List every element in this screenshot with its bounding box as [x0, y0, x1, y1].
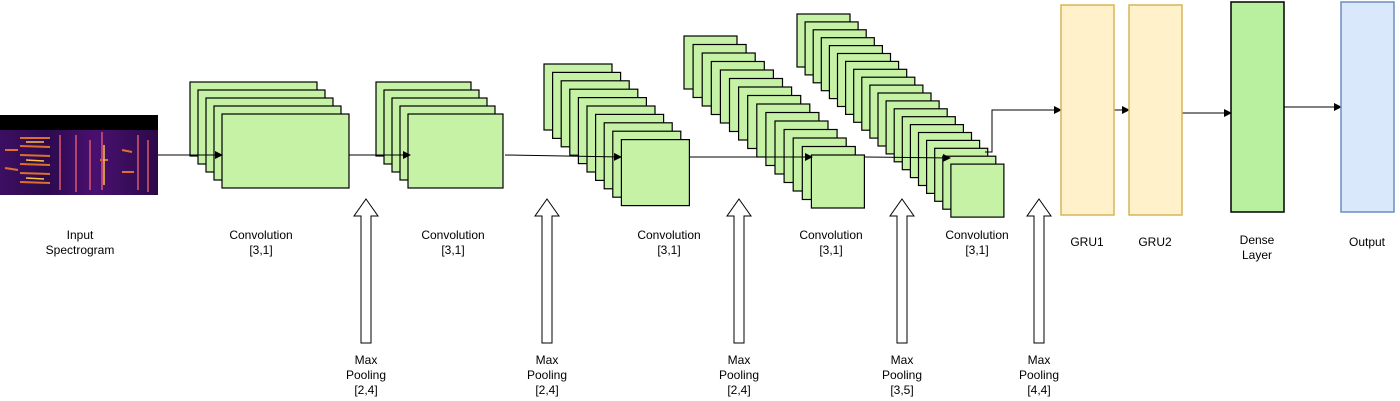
conv2-label-text: Convolution — [421, 228, 485, 242]
pool4-size: [3,5] — [890, 383, 914, 397]
conv5-kernel-text: [3,1] — [965, 243, 989, 257]
dense-label: Dense Layer — [1240, 233, 1275, 263]
pool1-line2: Pooling — [345, 368, 387, 382]
input-label-line1: Input — [66, 228, 94, 242]
pool1-size: [2,4] — [354, 383, 378, 397]
output-label: Output — [1349, 235, 1385, 250]
pool4-line2: Pooling — [881, 368, 923, 382]
pool2-size: [2,4] — [535, 383, 559, 397]
conv1-label-text: Convolution — [229, 228, 293, 242]
conv5-feature-map — [950, 163, 1005, 218]
max-pooling-arrow-3 — [726, 198, 752, 344]
pool4-line1: Max — [890, 353, 914, 367]
pool3-size: [2,4] — [727, 383, 751, 397]
conv1-label: Convolution [3,1] — [229, 228, 292, 258]
conv3-feature-map — [620, 139, 691, 207]
pool3-label: Max Pooling [2,4] — [719, 353, 759, 398]
conv4-feature-maps — [683, 35, 866, 209]
max-pooling-arrow-2 — [534, 198, 560, 344]
conv2-feature-maps — [375, 81, 504, 189]
gru2-label: GRU2 — [1138, 235, 1171, 250]
max-pooling-arrow-5 — [1026, 198, 1052, 344]
pool4-label: Max Pooling [3,5] — [882, 353, 922, 398]
conv3-feature-maps — [543, 63, 691, 207]
pool5-size: [4,4] — [1027, 383, 1051, 397]
pool3-line2: Pooling — [718, 368, 760, 382]
conv5-label: Convolution [3,1] — [945, 228, 1008, 258]
output-box — [1340, 1, 1395, 213]
conv3-label: Convolution [3,1] — [637, 228, 700, 258]
conv1-feature-maps — [189, 81, 350, 189]
conv4-label-text: Convolution — [799, 228, 863, 242]
pool2-line2: Pooling — [526, 368, 568, 382]
conv3-kernel-text: [3,1] — [657, 243, 681, 257]
output-label-text: Output — [1348, 235, 1386, 249]
input-label-line2: Spectrogram — [45, 243, 115, 257]
conv4-kernel-text: [3,1] — [819, 243, 843, 257]
input-spectrogram-image — [0, 115, 158, 195]
conv2-kernel-text: [3,1] — [441, 243, 465, 257]
gru1-label: GRU1 — [1070, 235, 1103, 250]
gru2-label-text: GRU2 — [1138, 235, 1172, 249]
pool1-label: Max Pooling [2,4] — [346, 353, 386, 398]
conv5-label-text: Convolution — [945, 228, 1009, 242]
max-pooling-arrow-4 — [889, 198, 915, 344]
dense-layer-box — [1230, 1, 1285, 213]
edge-conv4-conv5 — [864, 153, 951, 162]
gru1-label-text: GRU1 — [1070, 235, 1104, 249]
gru2-box — [1128, 4, 1183, 216]
input-label: Input Spectrogram — [46, 228, 115, 258]
gru1-box — [1060, 4, 1115, 216]
max-pooling-arrow-1 — [353, 198, 379, 344]
pool2-line1: Max — [535, 353, 559, 367]
conv2-feature-map — [407, 113, 504, 189]
pool5-line1: Max — [1027, 353, 1051, 367]
pool5-label: Max Pooling [4,4] — [1019, 353, 1059, 398]
pool5-line2: Pooling — [1018, 368, 1060, 382]
pool2-label: Max Pooling [2,4] — [527, 353, 567, 398]
dense-label-line2: Layer — [1241, 248, 1273, 262]
conv4-feature-map — [810, 154, 866, 209]
conv3-label-text: Convolution — [637, 228, 701, 242]
conv4-label: Convolution [3,1] — [799, 228, 862, 258]
pool1-line1: Max — [354, 353, 378, 367]
edge-conv2-conv3 — [504, 152, 622, 161]
conv1-kernel-text: [3,1] — [249, 243, 273, 257]
pool3-line1: Max — [727, 353, 751, 367]
conv1-feature-map — [221, 113, 350, 189]
edge-conv5-gru1 — [985, 106, 1062, 153]
conv2-label: Convolution [3,1] — [421, 228, 484, 258]
conv5-feature-maps — [796, 13, 1005, 218]
dense-label-line1: Dense — [1239, 233, 1275, 247]
